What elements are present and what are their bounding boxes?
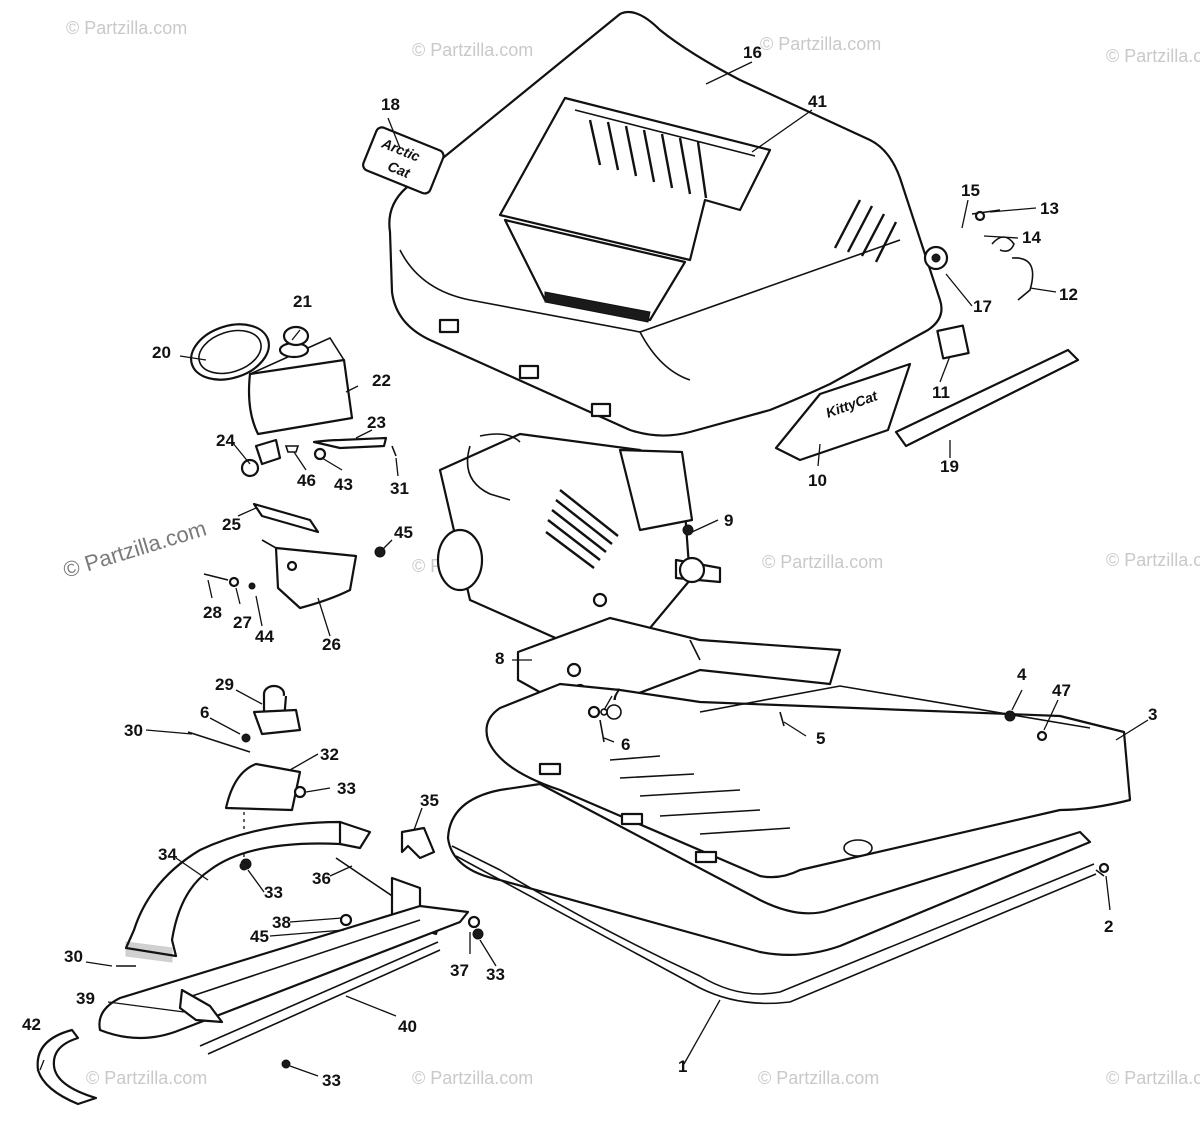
- callout-20: 20: [152, 343, 171, 362]
- callout-36: 36: [312, 869, 331, 888]
- engine: [436, 432, 722, 642]
- callout-8: 8: [495, 649, 504, 668]
- callout-33: 33: [486, 965, 505, 984]
- callout-39: 39: [76, 989, 95, 1008]
- id-plate: [936, 324, 970, 360]
- callout-30: 30: [64, 947, 83, 966]
- callout-24: 24: [216, 431, 235, 450]
- watermark: © Partzilla.com: [66, 18, 187, 38]
- callout-22: 22: [372, 371, 391, 390]
- callout-33: 33: [322, 1071, 341, 1090]
- hood-latch-hardware: [923, 209, 1034, 301]
- callout-34: 34: [158, 845, 177, 864]
- watermark: © Partzilla.com: [412, 40, 533, 60]
- leader-lines: [39, 61, 1149, 1077]
- callout-30: 30: [124, 721, 143, 740]
- callout-numbers: 16 41 18 13 14 15 17 12 11 19 10 21 20 2…: [22, 43, 1157, 1090]
- ski-guard: [36, 1028, 98, 1106]
- callout-42: 42: [22, 1015, 41, 1034]
- callout-18: 18: [381, 95, 400, 114]
- callout-9: 9: [724, 511, 733, 530]
- ski: [98, 904, 470, 1055]
- mounting-bracket: [203, 502, 386, 610]
- small-hardware: [239, 704, 1105, 1069]
- callout-27: 27: [233, 613, 252, 632]
- callout-29: 29: [215, 675, 234, 694]
- hood: [388, 10, 943, 437]
- callout-16: 16: [743, 43, 762, 62]
- callout-38: 38: [272, 913, 291, 932]
- callout-15: 15: [961, 181, 980, 200]
- callout-3: 3: [1148, 705, 1157, 724]
- callout-6: 6: [200, 703, 209, 722]
- callout-32: 32: [320, 745, 339, 764]
- callout-25: 25: [222, 515, 241, 534]
- watermark: © Partzilla.com: [758, 1068, 879, 1088]
- callout-41: 41: [808, 92, 827, 111]
- callout-23: 23: [367, 413, 386, 432]
- callout-31: 31: [390, 479, 409, 498]
- callout-37: 37: [450, 961, 469, 980]
- callout-46: 46: [297, 471, 316, 490]
- callout-5: 5: [816, 729, 825, 748]
- watermark: © Partzilla.com: [1106, 550, 1200, 570]
- watermark-prominent: © Partzilla.com: [60, 516, 209, 583]
- hood-louvres: [588, 119, 708, 199]
- callout-11: 11: [932, 383, 950, 402]
- callout-10: 10: [808, 471, 827, 490]
- steering-post: [187, 684, 307, 858]
- emblem: Arctic Cat: [362, 126, 445, 195]
- callout-14: 14: [1022, 228, 1041, 247]
- callout-12: 12: [1059, 285, 1078, 304]
- callout-45: 45: [394, 523, 413, 542]
- callout-17: 17: [973, 297, 992, 316]
- callout-4: 4: [1017, 665, 1027, 684]
- callout-6: 6: [621, 735, 630, 754]
- callout-45: 45: [250, 927, 269, 946]
- callout-7: 7: [611, 685, 620, 704]
- watermark: © Partzilla.com: [412, 1068, 533, 1088]
- trim-strip: [894, 348, 1080, 448]
- callout-1: 1: [678, 1057, 687, 1076]
- side-decal: KittyCat: [774, 362, 912, 462]
- callout-47: 47: [1052, 681, 1071, 700]
- callout-28: 28: [203, 603, 222, 622]
- callout-19: 19: [940, 457, 959, 476]
- callout-33: 33: [264, 883, 283, 902]
- watermark: © Partzilla.com: [86, 1068, 207, 1088]
- watermark: © Partzilla.com: [762, 552, 883, 572]
- belly-pan: [485, 682, 1132, 879]
- callout-33: 33: [337, 779, 356, 798]
- callout-13: 13: [1040, 199, 1059, 218]
- frame-rail: [446, 782, 1110, 1005]
- callout-35: 35: [420, 791, 439, 810]
- callout-26: 26: [322, 635, 341, 654]
- watermark: © Partzilla.com: [1106, 1068, 1200, 1088]
- callout-43: 43: [334, 475, 353, 494]
- callout-44: 44: [255, 627, 274, 646]
- callout-2: 2: [1104, 917, 1113, 936]
- watermark: © Partzilla.com: [1106, 46, 1200, 66]
- callout-21: 21: [293, 292, 312, 311]
- fuel-tank-assembly: [190, 323, 397, 478]
- watermark: © Partzilla.com: [760, 34, 881, 54]
- callout-40: 40: [398, 1017, 417, 1036]
